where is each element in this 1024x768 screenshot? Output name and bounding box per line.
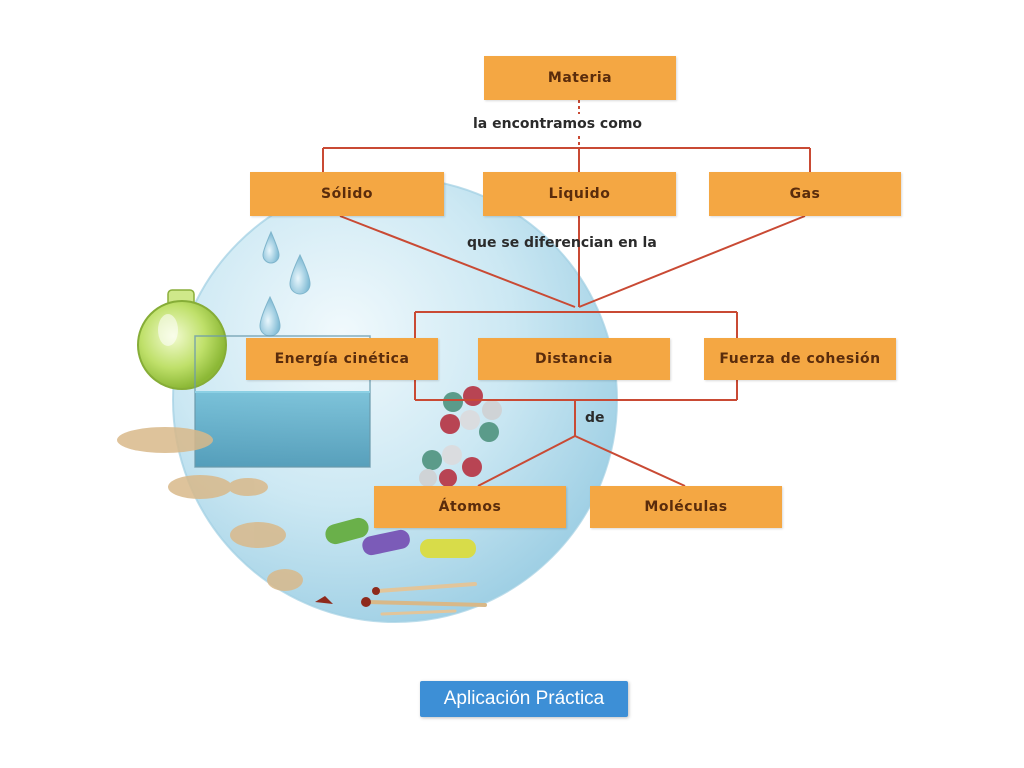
link-encontramos: la encontramos como: [473, 116, 643, 132]
node-moleculas: Moléculas: [590, 486, 782, 528]
flask-icon: [137, 289, 227, 390]
connectors: [322, 100, 811, 487]
aplicacion-practica-badge[interactable]: Aplicación Práctica: [420, 681, 628, 717]
node-materia: Materia: [484, 56, 676, 100]
water-drop-icon: [259, 230, 311, 337]
link-de: de: [585, 410, 605, 426]
node-solido: Sólido: [250, 172, 444, 216]
node-atomos: Átomos: [374, 486, 566, 528]
dust-icon: [117, 427, 303, 591]
node-energia-cinetica: Energía cinética: [246, 338, 438, 380]
water-tank-icon: [194, 335, 371, 468]
node-liquido: Liquido: [483, 172, 676, 216]
capsule-icon: [325, 517, 476, 558]
node-distancia: Distancia: [478, 338, 670, 380]
node-fuerza-cohesion: Fuerza de cohesión: [704, 338, 896, 380]
link-diferencian: que se diferencian en la: [467, 235, 657, 251]
match-icon: [315, 582, 487, 616]
node-gas: Gas: [709, 172, 901, 216]
